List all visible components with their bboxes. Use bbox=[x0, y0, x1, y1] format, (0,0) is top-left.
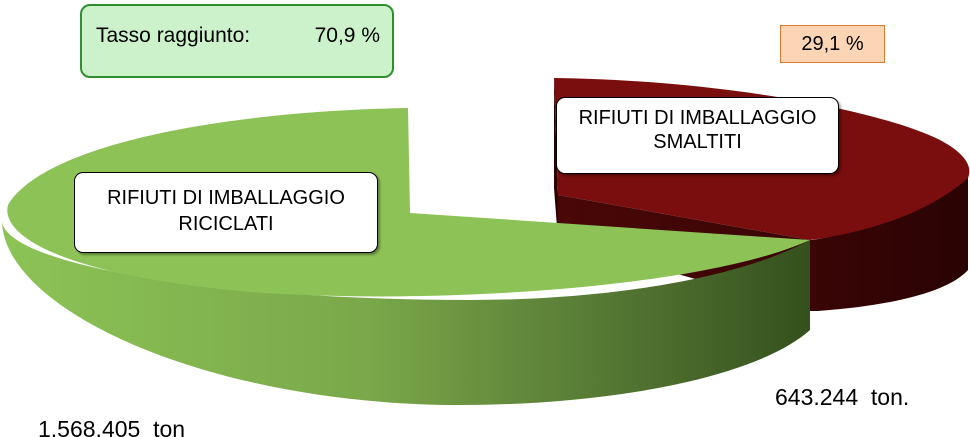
recycled-slice-side bbox=[2, 220, 810, 405]
disposed-callout: RIFIUTI DI IMBALLAGGIO SMALTITI bbox=[556, 97, 839, 174]
disposed-percent-label: 29,1 % bbox=[780, 25, 885, 63]
recycled-callout: RIFIUTI DI IMBALLAGGIO RICICLATI bbox=[74, 172, 378, 253]
recycled-label-line2: RICICLATI bbox=[178, 213, 274, 235]
recycled-value-label: 1.568.405 ton bbox=[38, 416, 186, 437]
recycled-label-line1: RIFIUTI DI IMBALLAGGIO bbox=[107, 187, 345, 209]
rate-label: Tasso raggiunto: bbox=[96, 24, 251, 47]
disposed-value-label: 643.244 ton. bbox=[775, 384, 910, 410]
rate-box: Tasso raggiunto: 70,9 % bbox=[80, 4, 394, 78]
disposed-label-line2: SMALTITI bbox=[653, 131, 742, 153]
rate-value: 70,9 % bbox=[314, 24, 380, 47]
disposed-label-line1: RIFIUTI DI IMBALLAGGIO bbox=[578, 107, 817, 129]
